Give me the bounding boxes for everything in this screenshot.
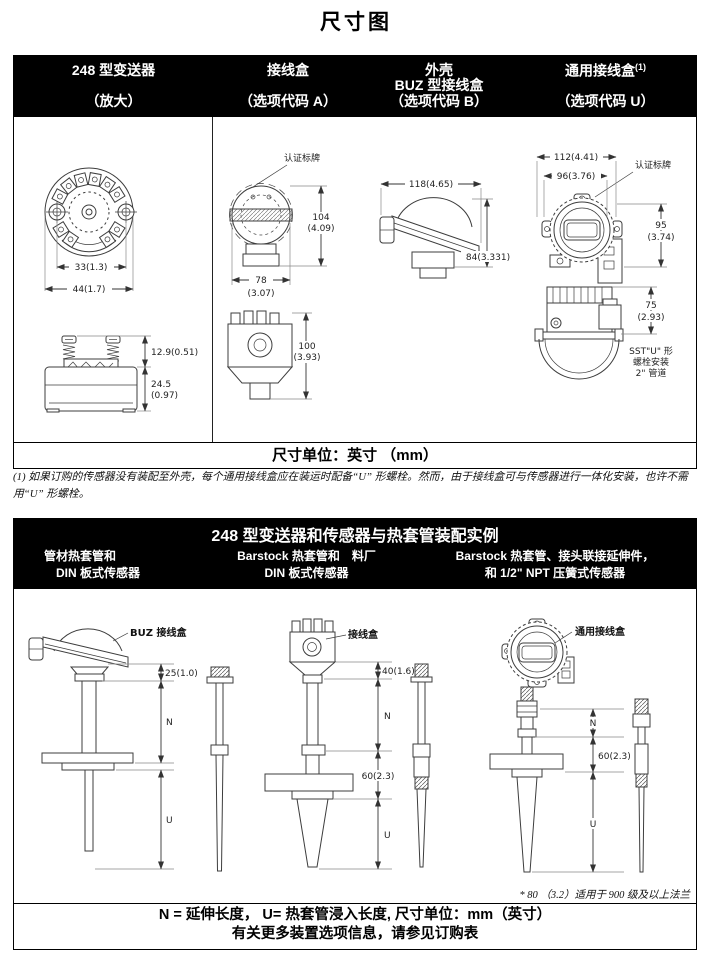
terminal-blocks: [51, 172, 126, 249]
assembly-drawings: BUZ 接线盒 25(1.0) N U: [28, 618, 651, 873]
header-transmitter-line1: 248 型变送器: [71, 62, 156, 78]
header-b-line1: 外壳: [425, 62, 453, 78]
junction-box-a-side: 100 (3.93): [226, 310, 321, 400]
din-sensor-1: [206, 666, 234, 872]
flange-footnote: * 80 （3.2）适用于 900 级及以上法兰: [519, 889, 690, 901]
dim-24-5-mm: 24.5: [151, 380, 171, 390]
u-bolt: [538, 339, 620, 380]
dim-u-1: U: [166, 816, 173, 826]
note-line-1: N = 延伸长度， U= 热套管浸入长度, 尺寸单位：mm（英寸）: [158, 906, 552, 923]
universal-box-label: 通用接线盒: [575, 625, 626, 638]
buz-housing-drawing: 118(4.65) 84(3.331): [379, 178, 516, 279]
head-a-label: 接线盒: [348, 628, 379, 641]
dim-104-in: (4.09): [307, 224, 334, 234]
universal-box-side: 75 (2.93) SST"U" 形 螺栓安装 2" 管道: [534, 286, 673, 380]
cert-tag-leader-2: [594, 171, 634, 198]
dim-100-in: (3.93): [293, 353, 320, 363]
dim-n-3: N: [590, 719, 597, 729]
dim-78-in: (3.07): [247, 289, 274, 299]
assembly-table-header: 248 型变送器和传感器与热套管装配实例 管材热套管和 DIN 板式传感器 Ba…: [14, 519, 696, 589]
header-transmitter: 248 型变送器 （放大）: [14, 56, 213, 117]
dim-u-3: U: [590, 820, 597, 830]
dim-100-mm: 100: [298, 342, 315, 352]
header-u-line2: （选项代码 U）: [556, 92, 655, 109]
assembly-table-body: BUZ 接线盒 25(1.0) N U: [14, 589, 696, 904]
spring-screw: [61, 335, 121, 362]
dim-n-1: N: [166, 718, 173, 728]
dim-104-mm: 104: [312, 213, 329, 223]
dimension-table-header: 248 型变送器 （放大） 接线盒 （选项代码 A） 外壳 BUZ 型接线盒 （…: [14, 56, 696, 118]
dim-12-9: 12.9(0.51): [151, 348, 198, 358]
u-bolt-note-1: SST"U" 形: [629, 345, 673, 357]
dim-78-mm: 78: [255, 276, 267, 286]
dim-60-3: 60(2.3): [598, 752, 631, 762]
dim-n-2: N: [384, 712, 391, 722]
header-u-line1: 通用接线盒(1): [565, 62, 646, 79]
din-sensor-2: [410, 663, 433, 868]
dim-96: 96(3.76): [557, 172, 596, 182]
note-line-2: 有关更多装置选项信息，请参见订购表: [231, 926, 479, 943]
transmitter-cell: 33(1.3) 44(1.7): [14, 117, 213, 443]
header-b-line3: （选项代码 B）: [390, 92, 488, 109]
dim-75-mm: 75: [645, 301, 656, 311]
transmitter-top-view: 33(1.3) 44(1.7): [44, 167, 137, 295]
units-note: 尺寸单位：英寸 （mm）: [14, 442, 696, 468]
footnote-1: (1) 如果订购的传感器没有装配至外壳，每个通用接线盒应在装运时配备“U” 形螺…: [13, 471, 688, 500]
dim-75-in: (2.93): [637, 313, 664, 323]
assembly-head-a: 接线盒 40(1.6) N 60(2.3) U: [264, 618, 433, 870]
mounting-screws: [46, 201, 137, 224]
assembly-notes: N = 延伸长度， U= 热套管浸入长度, 尺寸单位：mm（英寸） 有关更多装置…: [14, 904, 696, 949]
dim-84: 84(3.331): [466, 253, 510, 263]
dim-95-mm: 95: [655, 221, 666, 231]
page-title: 尺寸图: [320, 11, 392, 34]
u-bolt-note-3: 2" 管道: [636, 367, 667, 379]
assembly-table-title: 248 型变送器和传感器与热套管装配实例: [211, 528, 499, 545]
junction-box-a-front: 认证标牌 104 (4.09): [229, 152, 335, 299]
assembly-table: 248 型变送器和传感器与热套管装配实例 管材热套管和 DIN 板式传感器 Ba…: [13, 518, 697, 950]
universal-box-front: 认证标牌: [536, 151, 679, 284]
transmitter-side-view: 12.9(0.51) 24.5 (0.97): [44, 335, 198, 413]
dimension-table: 248 型变送器 （放大） 接线盒 （选项代码 A） 外壳 BUZ 型接线盒 （…: [13, 55, 697, 470]
assembly-col3-header: Barstock 热套管、接头联接延伸件， 和 1/2" NPT 压簧式传感器: [455, 549, 655, 581]
dim-112: 112(4.41): [554, 153, 598, 163]
header-junction-box-a: 接线盒 （选项代码 A）: [213, 56, 363, 117]
transmitter-drawing: 33(1.3) 44(1.7): [44, 167, 198, 413]
housings-cell: 认证标牌 104 (4.09): [213, 117, 696, 442]
assembly-col2-header: Barstock 热套管和 料厂 DIN 板式传感器: [237, 549, 376, 581]
header-a-line1: 接线盒: [267, 62, 309, 78]
cert-tag-label-2: 认证标牌: [635, 159, 671, 171]
dim-33: 33(1.3): [75, 263, 108, 273]
dim-95-in: (3.74): [647, 233, 674, 243]
dimension-table-body: 33(1.3) 44(1.7): [14, 117, 696, 443]
header-a-line2: （选项代码 A）: [239, 92, 337, 109]
dim-60-2: 60(2.3): [362, 772, 395, 782]
header-universal-box-u: 通用接线盒(1) （选项代码 U）: [515, 56, 696, 117]
dim-118: 118(4.65): [409, 180, 453, 190]
assembly-buz: BUZ 接线盒 25(1.0) N U: [28, 626, 234, 872]
assembly-universal: 通用接线盒 N 60(2.3): [489, 618, 651, 873]
header-buz-housing-b: 外壳 BUZ 型接线盒 （选项代码 B）: [363, 56, 515, 117]
assembly-col1-header: 管材热套管和 DIN 板式传感器: [44, 549, 141, 581]
u-bolt-note-2: 螺栓安装: [633, 356, 669, 368]
dim-25: 25(1.0): [165, 669, 198, 679]
capsule-sensor-3: [632, 698, 651, 873]
header-b-line2: BUZ 型接线盒: [394, 77, 484, 94]
header-transmitter-line2: （放大）: [85, 92, 142, 109]
footnote-marker: (1): [635, 62, 646, 72]
buz-head-label: BUZ 接线盒: [130, 626, 187, 639]
housings-drawing: 认证标牌 104 (4.09): [226, 151, 679, 400]
dim-24-5-in: (0.97): [151, 391, 178, 401]
cert-tag-label: 认证标牌: [284, 152, 320, 164]
dim-44: 44(1.7): [73, 285, 106, 295]
dim-40: 40(1.6): [382, 667, 415, 677]
dim-u-2: U: [384, 831, 391, 841]
